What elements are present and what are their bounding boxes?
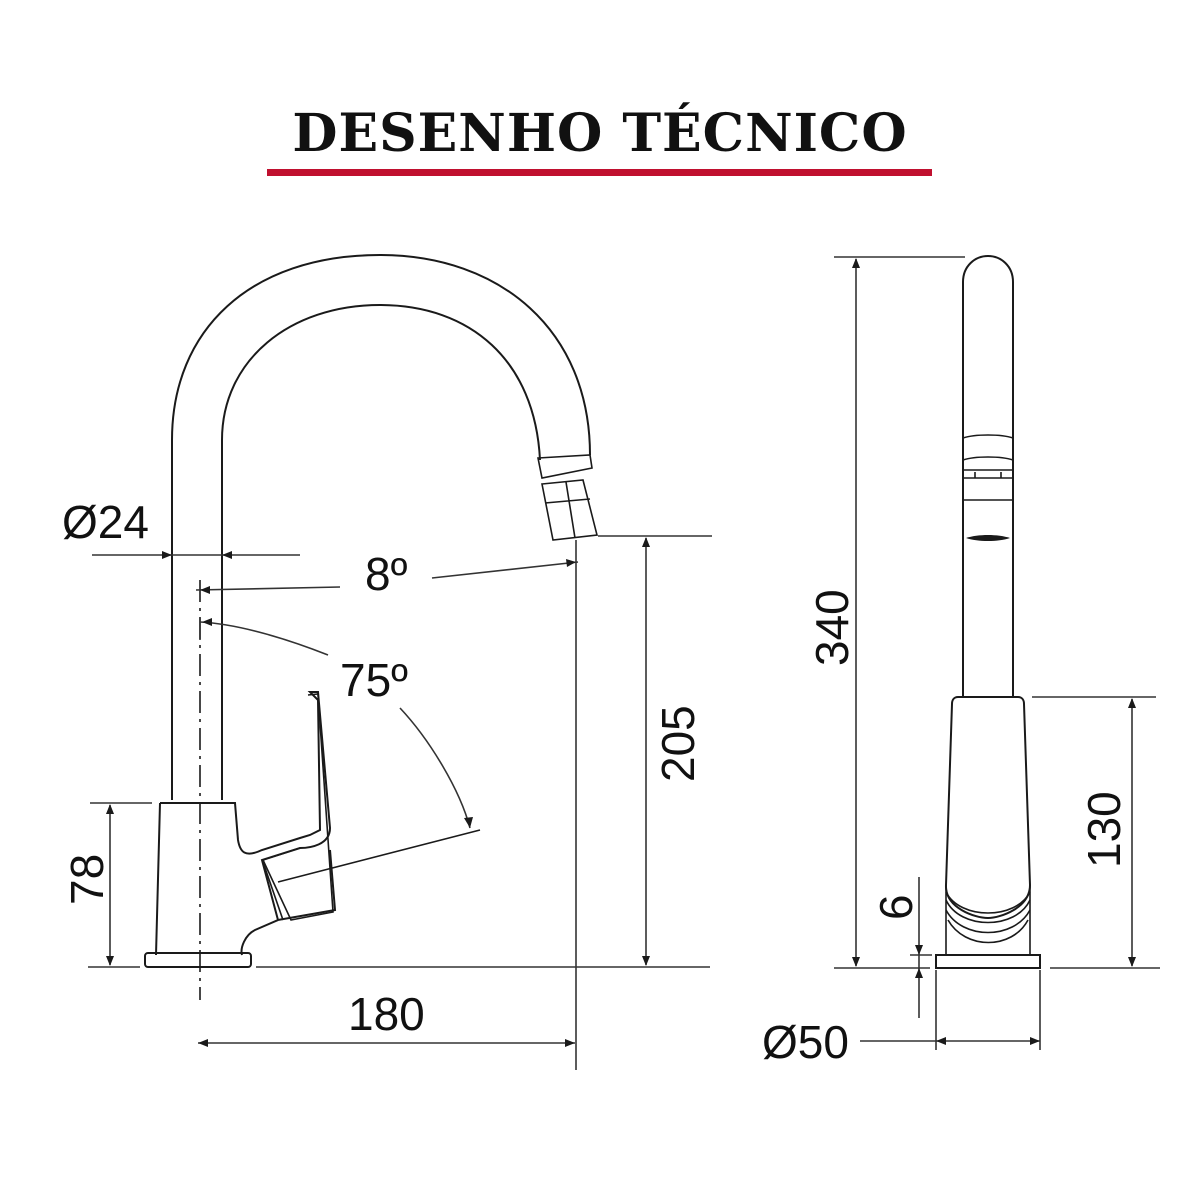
dim-label-130: 130 xyxy=(1078,791,1130,868)
arrow xyxy=(106,804,114,814)
dim-8deg-angle-line xyxy=(431,561,579,579)
side-base-plate xyxy=(935,954,1041,969)
side-handle-body xyxy=(944,696,1032,920)
arrow xyxy=(936,1037,946,1045)
dim-label-205: 205 xyxy=(652,705,704,782)
front-base-plate xyxy=(144,952,252,968)
side-aerator-band xyxy=(966,535,1010,541)
arrow xyxy=(1128,957,1136,967)
arrow xyxy=(915,945,923,955)
dim-label-diameter-24: Ø24 xyxy=(62,496,149,548)
dim-label-340: 340 xyxy=(806,589,858,666)
arrow xyxy=(915,968,923,978)
side-view: 340 130 6 Ø50 xyxy=(762,254,1160,1068)
title-underline xyxy=(267,169,932,176)
side-handle-rings xyxy=(945,891,1031,944)
arrow xyxy=(202,618,212,626)
arrow xyxy=(1030,1037,1040,1045)
spout-outer-arc xyxy=(171,253,591,800)
arrow xyxy=(566,559,576,567)
spout-tip xyxy=(537,454,593,479)
dim-8deg-ref-line xyxy=(195,586,341,591)
arrow xyxy=(565,1039,575,1047)
page-title: DESENHO TÉCNICO xyxy=(292,103,908,164)
dim-label-180: 180 xyxy=(348,988,425,1040)
arrow xyxy=(106,956,114,966)
arrow xyxy=(642,537,650,547)
dim-label-78: 78 xyxy=(61,854,113,905)
arrow xyxy=(464,817,473,828)
arrow xyxy=(642,956,650,966)
dim-label-6: 6 xyxy=(870,894,922,920)
spout-inner-arc xyxy=(221,303,541,800)
arrow xyxy=(162,551,172,559)
dim-label-8-degrees: 8º xyxy=(365,548,408,600)
handle-detail xyxy=(262,829,481,921)
side-aerator-rings xyxy=(962,434,1014,501)
arrow xyxy=(222,551,232,559)
front-view: Ø24 8º 75º 78 205 180 xyxy=(61,253,712,1070)
arrow xyxy=(200,586,210,594)
handle-lever xyxy=(261,693,334,921)
dim-75deg-arc-lower xyxy=(399,707,471,829)
arrow xyxy=(852,957,860,967)
aerator xyxy=(541,479,599,541)
dim-75deg-arc-upper xyxy=(199,621,329,656)
dim-label-diameter-50: Ø50 xyxy=(762,1016,849,1068)
dim-label-75-degrees: 75º xyxy=(340,654,408,706)
arrow xyxy=(198,1039,208,1047)
tap-body xyxy=(155,691,337,956)
side-spout-tube xyxy=(962,254,1014,697)
arrow xyxy=(852,258,860,268)
arrow xyxy=(1128,698,1136,708)
